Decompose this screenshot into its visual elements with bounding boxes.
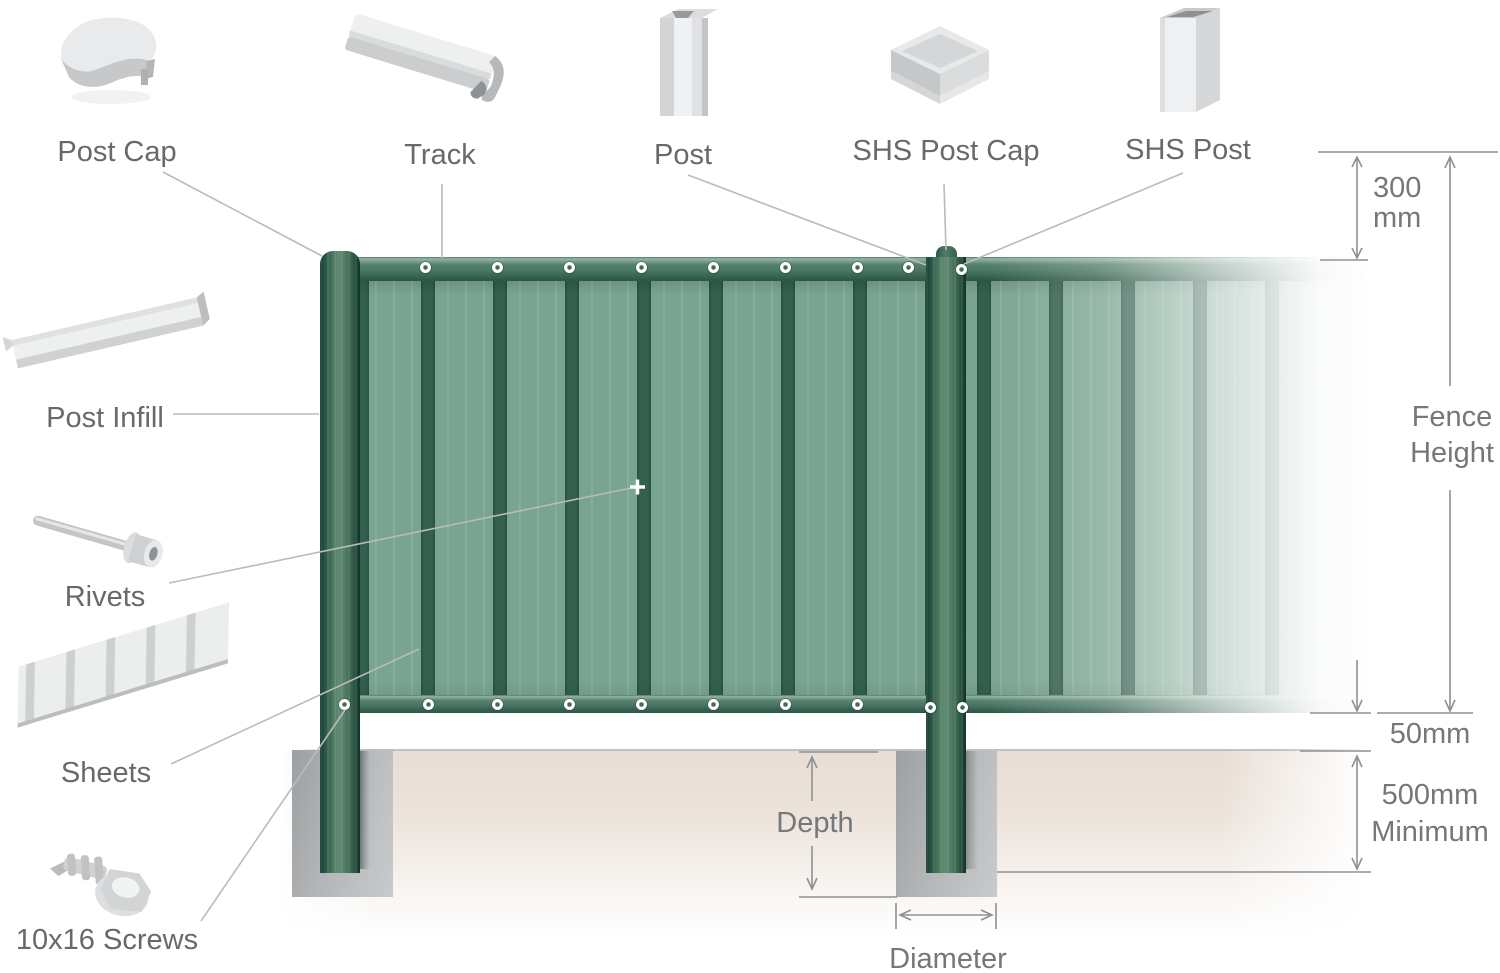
shs-post-cap-icon: [891, 26, 989, 104]
rivet-dot: [423, 699, 434, 710]
rivet-dot: [852, 262, 863, 273]
fence-fade-overlay: [985, 242, 1377, 718]
label-rivets: Rivets: [64, 581, 146, 613]
rivet-dot: [636, 262, 647, 273]
rivet-dot: [420, 262, 431, 273]
fence-post-left: [320, 251, 360, 873]
sheet-icon: [17, 602, 229, 728]
label-sheets: Sheets: [60, 757, 152, 789]
screw-dot: [957, 702, 968, 713]
rivet-dot: [903, 262, 914, 273]
leader-post-cap: [162, 171, 323, 257]
fence-panel-left: [357, 279, 927, 697]
rivet-dot: [564, 262, 575, 273]
rivet-dot: [780, 262, 791, 273]
shs-post-icon: [1160, 8, 1220, 112]
dim-300-value: 300: [1373, 172, 1422, 204]
rivet-dot: [708, 262, 719, 273]
dim-label-300mm: 300 mm: [1373, 173, 1421, 233]
rivet-dot: [492, 699, 503, 710]
label-shs-post: SHS Post: [1125, 134, 1251, 166]
screw-dot: [339, 699, 350, 710]
dim-500-qualifier: Minimum: [1371, 816, 1489, 848]
label-screws: 10x16 Screws: [15, 924, 199, 956]
dim-label-fence-height: Fence Height: [1410, 401, 1494, 469]
dim-label-diameter: Diameter: [889, 943, 1007, 973]
ground-soil: [278, 751, 1375, 935]
rivet-dot: [492, 262, 503, 273]
rivet-dot: [956, 264, 967, 275]
screw-dot: [925, 702, 936, 713]
dim-500-value: 500mm: [1381, 779, 1479, 811]
rivet-dot: [708, 699, 719, 710]
shs-post-cap-installed: [936, 246, 957, 260]
rivet-dot: [780, 699, 791, 710]
label-shs-post-cap: SHS Post Cap: [852, 135, 1040, 167]
label-post-infill: Post Infill: [46, 402, 164, 434]
post-shadow-left: [358, 751, 370, 869]
label-post: Post: [653, 139, 713, 171]
rivet-dot: [564, 699, 575, 710]
post-icon: [660, 9, 718, 116]
label-post-cap: Post Cap: [57, 136, 177, 168]
dim-label-depth: Depth: [776, 807, 854, 839]
leader-post: [687, 174, 927, 266]
shs-post-installed: [926, 257, 966, 873]
screw-icon: [49, 853, 152, 917]
dim-label-50mm: 50mm: [1389, 718, 1471, 750]
rivet-dot: [636, 699, 647, 710]
post-infill-icon: [2, 291, 210, 369]
ground-surface-line: [293, 749, 1367, 751]
leader-shs-post-cap: [943, 183, 947, 251]
label-track: Track: [404, 139, 476, 171]
rivet-icon: [33, 515, 163, 568]
track-icon: [345, 14, 504, 102]
post-cap-icon: [60, 17, 157, 104]
dim-300-unit: mm: [1373, 202, 1422, 234]
rivet-dot: [852, 699, 863, 710]
dim-label-500mm-minimum: 500mm Minimum: [1371, 777, 1489, 851]
